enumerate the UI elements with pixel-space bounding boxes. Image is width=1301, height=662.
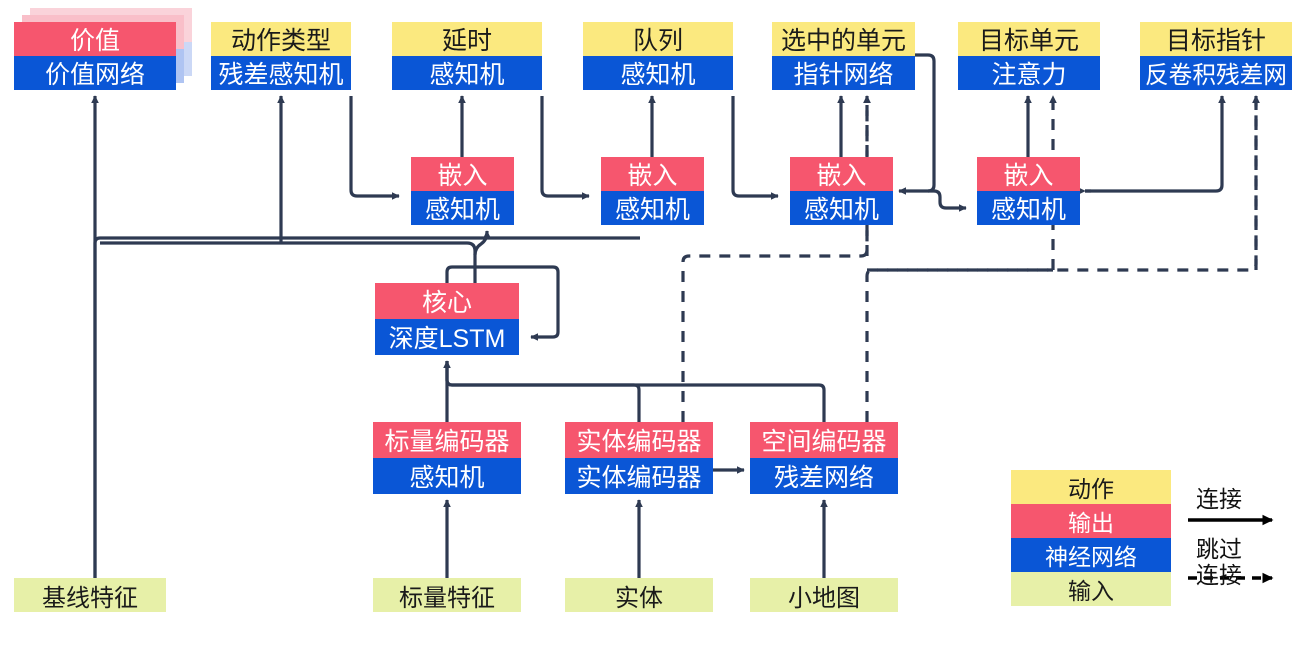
node-delay-network-label: 感知机 (392, 56, 542, 90)
node-body: 嵌入感知机 (411, 157, 514, 225)
node-scalar_encoder: 标量编码器感知机 (373, 422, 521, 494)
node-scalar_features-network-label: 标量特征 (373, 578, 521, 612)
legend-swatch-input: 输入 (1011, 572, 1171, 606)
node-body: 动作类型残差感知机 (211, 22, 351, 90)
node-queued: 队列感知机 (583, 22, 733, 90)
node-body: 嵌入感知机 (977, 157, 1080, 225)
node-delay-output-label: 延时 (392, 22, 542, 56)
node-body: 价值价值网络 (14, 22, 176, 90)
edge-queued-to-embed3 (731, 96, 779, 200)
edge-core-to-left-bus (100, 241, 477, 283)
node-queued-network-label: 感知机 (583, 56, 733, 90)
node-embed2-output-label: 嵌入 (601, 157, 704, 191)
node-spatial_encoder: 空间编码器残差网络 (750, 422, 898, 494)
node-embed2-network-label: 感知机 (601, 191, 704, 225)
edge-entity-encoder-to-core (445, 361, 641, 422)
legend-swatch-output: 输出 (1011, 504, 1171, 538)
node-embed4-output-label: 嵌入 (977, 157, 1080, 191)
node-core-output-label: 核心 (375, 283, 519, 319)
legend-arrows (1188, 514, 1274, 584)
legend-connection-label: 连接 (1196, 486, 1242, 512)
node-spatial_encoder-output-label: 空间编码器 (750, 422, 898, 458)
node-value-output-label: 价值 (14, 22, 176, 56)
edge-selected-units-to-embed4 (928, 189, 967, 212)
node-minimap: 小地图 (750, 578, 898, 612)
node-entity_encoder-network-label: 实体编码器 (565, 458, 713, 494)
node-selected_units: 选中的单元指针网络 (772, 22, 915, 90)
node-embed1-output-label: 嵌入 (411, 157, 514, 191)
node-value-network-label: 价值网络 (14, 56, 176, 90)
edge-core-self-loop (445, 265, 560, 341)
node-action_type-network-label: 残差感知机 (211, 56, 351, 90)
legend-skip-label-line1: 跳过 (1196, 536, 1242, 562)
node-embed4: 嵌入感知机 (977, 157, 1080, 225)
node-scalar_features: 标量特征 (373, 578, 521, 612)
node-body: 队列感知机 (583, 22, 733, 90)
legend-swatches: 动作输出神经网络输入 (1011, 470, 1171, 606)
node-embed3-network-label: 感知机 (790, 191, 893, 225)
legend-swatch-action: 动作 (1011, 470, 1171, 504)
node-body: 嵌入感知机 (601, 157, 704, 225)
edge-spatial-encoder-to-core (445, 361, 826, 422)
node-entity_encoder-output-label: 实体编码器 (565, 422, 713, 458)
node-body: 目标单元注意力 (958, 22, 1100, 90)
node-value: 价值价值网络 (14, 8, 192, 90)
edge-delay-to-embed2 (540, 96, 590, 200)
node-entities: 实体 (565, 578, 713, 612)
node-target_unit: 目标单元注意力 (958, 22, 1100, 90)
legend-skip-label-line2: 连接 (1196, 562, 1242, 588)
node-queued-output-label: 队列 (583, 22, 733, 56)
node-minimap-network-label: 小地图 (750, 578, 898, 612)
edge-embed4-right-to-target-point (1085, 95, 1226, 193)
skip-spatial-encoder-to-target-point (865, 95, 1260, 422)
node-body: 小地图 (750, 578, 898, 612)
node-target_point-network-label: 反卷积残差网 (1140, 56, 1292, 90)
edge-action-type-to-embed1 (349, 96, 400, 200)
node-scalar_encoder-network-label: 感知机 (373, 458, 521, 494)
node-embed1-network-label: 感知机 (411, 191, 514, 225)
node-target_point-output-label: 目标指针 (1140, 22, 1292, 56)
skip-connections (681, 95, 1260, 422)
node-entity_encoder: 实体编码器实体编码器 (565, 422, 713, 494)
solid-connections (91, 53, 1226, 578)
node-embed3-output-label: 嵌入 (790, 157, 893, 191)
node-body: 核心深度LSTM (375, 283, 519, 355)
node-action_type-output-label: 动作类型 (211, 22, 351, 56)
node-scalar_encoder-output-label: 标量编码器 (373, 422, 521, 458)
node-baseline_features: 基线特征 (14, 578, 166, 612)
node-baseline_features-network-label: 基线特征 (14, 578, 166, 612)
node-selected_units-output-label: 选中的单元 (772, 22, 915, 56)
node-target_unit-output-label: 目标单元 (958, 22, 1100, 56)
node-embed2: 嵌入感知机 (601, 157, 704, 225)
node-body: 实体 (565, 578, 713, 612)
node-target_unit-network-label: 注意力 (958, 56, 1100, 90)
node-body: 选中的单元指针网络 (772, 22, 915, 90)
node-embed4-network-label: 感知机 (977, 191, 1080, 225)
node-spatial_encoder-network-label: 残差网络 (750, 458, 898, 494)
node-selected_units-network-label: 指针网络 (772, 56, 915, 90)
node-core-network-label: 深度LSTM (375, 319, 519, 355)
node-core: 核心深度LSTM (375, 283, 519, 355)
edge-core-to-embed1 (473, 230, 491, 256)
node-body: 嵌入感知机 (790, 157, 893, 225)
node-body: 实体编码器实体编码器 (565, 422, 713, 494)
node-body: 目标指针反卷积残差网 (1140, 22, 1292, 90)
node-body: 延时感知机 (392, 22, 542, 90)
node-delay: 延时感知机 (392, 22, 542, 90)
node-target_point: 目标指针反卷积残差网 (1140, 22, 1292, 90)
node-body: 标量特征 (373, 578, 521, 612)
node-embed3: 嵌入感知机 (790, 157, 893, 225)
node-embed1: 嵌入感知机 (411, 157, 514, 225)
node-action_type: 动作类型残差感知机 (211, 22, 351, 90)
node-body: 标量编码器感知机 (373, 422, 521, 494)
node-entities-network-label: 实体 (565, 578, 713, 612)
node-body: 基线特征 (14, 578, 166, 612)
legend-swatch-nn: 神经网络 (1011, 538, 1171, 572)
node-body: 空间编码器残差网络 (750, 422, 898, 494)
